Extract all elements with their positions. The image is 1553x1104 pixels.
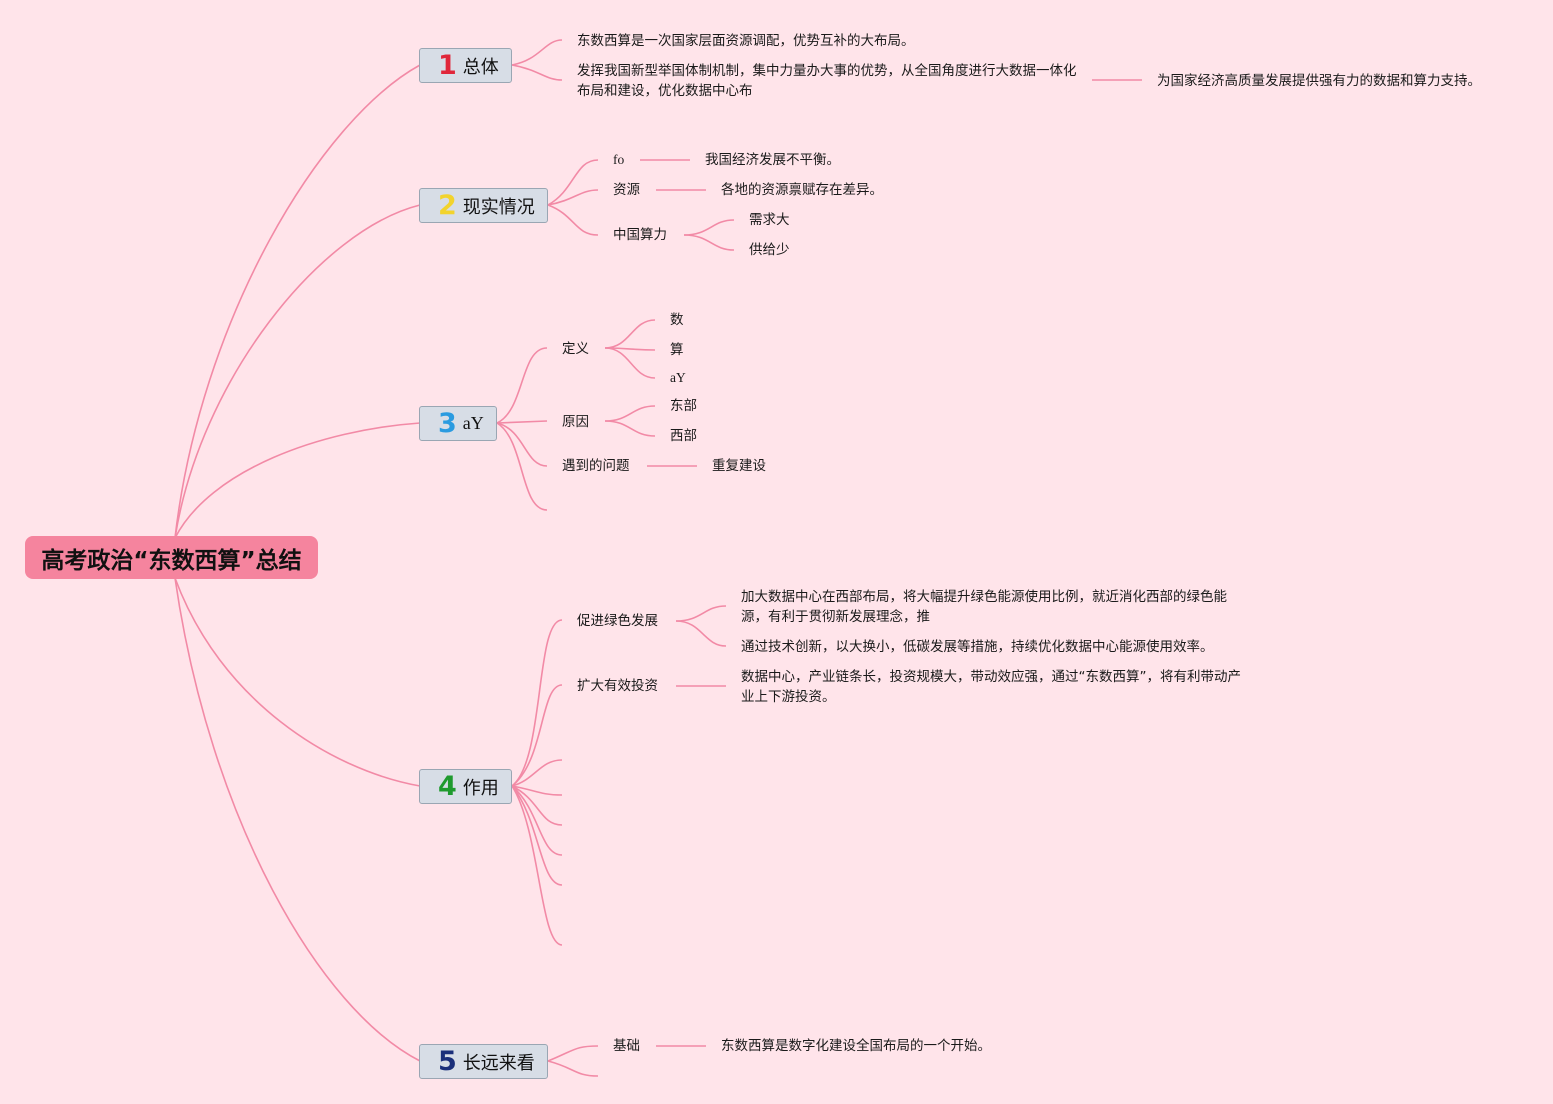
branch-effect[interactable]: 4 作用	[419, 769, 512, 804]
node-text[interactable]: 西部	[670, 428, 697, 444]
number-3-icon: 3	[438, 408, 457, 439]
node-text[interactable]: aY	[670, 370, 686, 385]
link-b2c3-g1	[683, 219, 735, 236]
branch-long-term[interactable]: 5 长远来看	[419, 1044, 548, 1079]
link-b3c2-g2	[604, 420, 656, 437]
branch-label: aY	[462, 413, 484, 433]
node-text[interactable]: 通过技术创新，以大换小，低碳发展等措施，持续优化数据中心能源使用效率。	[741, 639, 1214, 655]
node-text[interactable]: 基础	[613, 1038, 640, 1054]
number-4-icon: 4	[438, 771, 457, 802]
number-1-icon: 1	[438, 50, 457, 81]
link-b5-c1	[547, 1045, 599, 1062]
link-b4-e4	[511, 785, 563, 856]
link-b3c1-g1	[604, 319, 656, 349]
link-b4-c1	[511, 619, 563, 787]
node-text[interactable]: fo	[613, 152, 625, 167]
node-text[interactable]: 各地的资源禀赋存在差异。	[721, 182, 883, 198]
link-b3-c3	[496, 422, 548, 467]
link-b1-c1	[511, 39, 563, 66]
link-b4c1-g2	[675, 620, 727, 647]
link-root-b2	[174, 204, 421, 539]
node-text[interactable]: 需求大	[749, 212, 790, 228]
node-text[interactable]: 定义	[562, 341, 589, 357]
node-text[interactable]: 重复建设	[712, 458, 766, 474]
branch-label: 作用	[462, 777, 499, 799]
link-root-b3	[174, 422, 421, 539]
node-text[interactable]: 促进绿色发展	[577, 613, 658, 629]
link-b4-e6	[511, 785, 563, 946]
node-text[interactable]: 供给少	[749, 242, 790, 258]
branch-label: 长远来看	[462, 1052, 535, 1074]
node-text[interactable]: 加大数据中心在西部布局，将大幅提升绿色能源使用比例，就近消化西部的绿色能源，有利…	[741, 589, 1227, 625]
branch-label: 总体	[462, 56, 499, 78]
link-root-b4	[174, 577, 421, 787]
link-b2-c1	[547, 159, 599, 206]
branch-overall[interactable]: 1 总体	[419, 48, 512, 83]
node-text[interactable]: 算	[670, 342, 684, 358]
link-b4-e2	[511, 785, 563, 796]
node-text[interactable]: 中国算力	[613, 227, 667, 243]
node-text[interactable]: 扩大有效投资	[577, 678, 658, 694]
link-b3-c2	[496, 420, 548, 424]
node-text[interactable]: 资源	[613, 182, 640, 198]
link-b3-e1	[496, 422, 548, 511]
node-text[interactable]: 发挥我国新型举国体制机制，集中力量办大事的优势，从全国角度进行大数据一体化布局和…	[577, 63, 1077, 99]
link-b4c1-g1	[675, 605, 727, 622]
link-b3c2-g1	[604, 405, 656, 422]
link-b2-c3	[547, 204, 599, 236]
link-b4-c2	[511, 684, 563, 787]
node-text[interactable]: 东数西算是一次国家层面资源调配，优势互补的大布局。	[577, 33, 915, 49]
branch-reality[interactable]: 2 现实情况	[419, 188, 548, 223]
number-2-icon: 2	[438, 190, 457, 221]
link-b2-c2	[547, 189, 599, 206]
node-text[interactable]: 东部	[670, 398, 697, 414]
node-text[interactable]: 东数西算是数字化建设全国布局的一个开始。	[721, 1038, 991, 1054]
link-root-b5	[174, 577, 421, 1062]
link-b4-e1	[511, 759, 563, 787]
branch-label: 现实情况	[462, 196, 535, 218]
link-b4-e3	[511, 785, 563, 826]
link-b5-e1	[547, 1060, 599, 1077]
link-root-b1	[174, 64, 421, 539]
node-text[interactable]: 原因	[562, 414, 589, 430]
node-text[interactable]: 数据中心，产业链条长，投资规模大，带动效应强，通过“东数西算”，将有利带动产业上…	[741, 669, 1241, 705]
number-5-icon: 5	[438, 1046, 457, 1077]
node-text[interactable]: 数	[670, 312, 684, 328]
link-b3-c1	[496, 347, 548, 424]
link-b1-c2	[511, 64, 563, 81]
link-b2c3-g2	[683, 234, 735, 251]
node-text[interactable]: 我国经济发展不平衡。	[705, 152, 840, 168]
node-text[interactable]: 遇到的问题	[562, 458, 630, 474]
link-b3c1-g3	[604, 347, 656, 379]
node-text[interactable]: 为国家经济高质量发展提供强有力的数据和算力支持。	[1157, 73, 1481, 89]
link-b4-e5	[511, 785, 563, 886]
root-topic[interactable]: 高考政治“东数西算”总结	[25, 536, 318, 579]
branch-ay[interactable]: 3 aY	[419, 406, 497, 441]
